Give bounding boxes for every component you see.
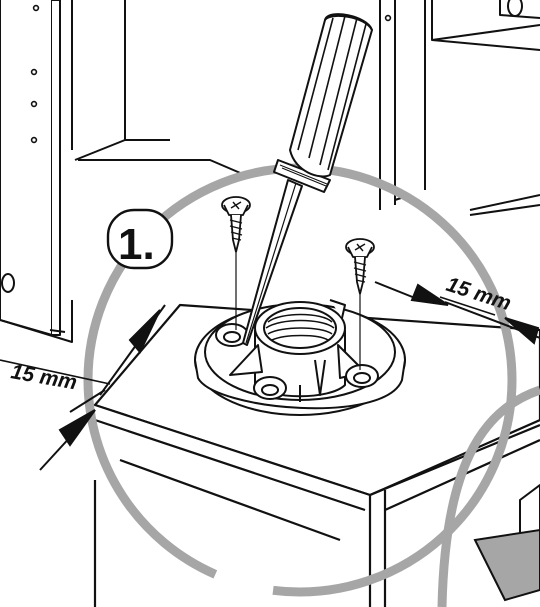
secondary-detail-box [473,483,540,602]
cabinet-background [0,0,540,343]
dimension-left [0,304,166,471]
screw-icon-right [345,238,375,370]
screw-icon-left [221,196,251,330]
step-number-label: 1. [118,220,155,269]
panel-holes [1,0,523,293]
secondary-highlight-ring [437,385,540,607]
screwdriver-icon [242,13,373,346]
step-number-badge: 1. [106,208,174,270]
dimension-right [374,281,540,345]
dimension-left-label: 15 mm [9,360,79,394]
